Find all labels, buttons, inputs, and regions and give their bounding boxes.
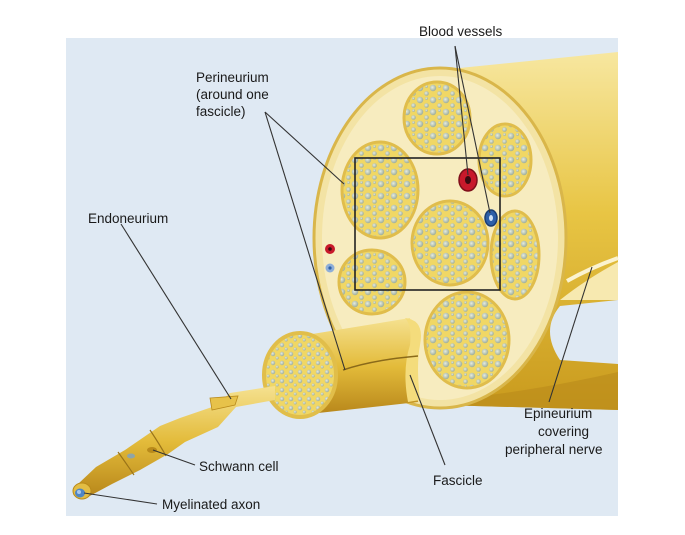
leader-epineurium	[548, 266, 593, 403]
cross-section	[312, 66, 568, 410]
label-blood-vessels: Blood vessels	[419, 24, 503, 39]
fascicle-7	[423, 290, 511, 390]
leader-perineurium-b	[264, 111, 346, 371]
leader-myelinated-axon	[83, 492, 158, 505]
leader-endoneurium	[120, 223, 232, 400]
leader-schwann-cell	[152, 449, 196, 466]
fascicle-6	[337, 248, 407, 316]
label-perineurium-line1: Perineurium	[196, 70, 269, 85]
leader-lines	[83, 45, 593, 505]
fascicle-5	[489, 209, 541, 301]
leader-blood-vessels-b	[454, 45, 491, 214]
label-fascicle: Fascicle	[433, 473, 483, 488]
label-myelinated-axon: Myelinated axon	[162, 497, 261, 512]
label-perineurium-line3: fascicle)	[196, 104, 246, 119]
nerve-fiber	[72, 386, 275, 500]
label-endoneurium: Endoneurium	[88, 211, 169, 226]
label-epineurium-line1: Epineurium	[524, 406, 593, 421]
label-epineurium-line2: covering	[538, 424, 590, 439]
leader-perineurium-a	[264, 111, 345, 185]
inset-box	[354, 157, 501, 291]
fascicle-3	[477, 122, 533, 198]
pulled-fascicle	[262, 318, 421, 419]
label-epineurium-line3: peripheral nerve	[505, 442, 603, 457]
fascicle-1	[340, 140, 420, 240]
label-schwann-cell: Schwann cell	[199, 459, 279, 474]
leader-fascicle	[409, 374, 446, 466]
leader-blood-vessels-a	[454, 45, 469, 176]
blood-vessels	[325, 168, 498, 273]
label-perineurium-line2: (around one	[196, 87, 269, 102]
fascicle-group	[337, 80, 541, 390]
fascicle-4	[410, 199, 490, 287]
